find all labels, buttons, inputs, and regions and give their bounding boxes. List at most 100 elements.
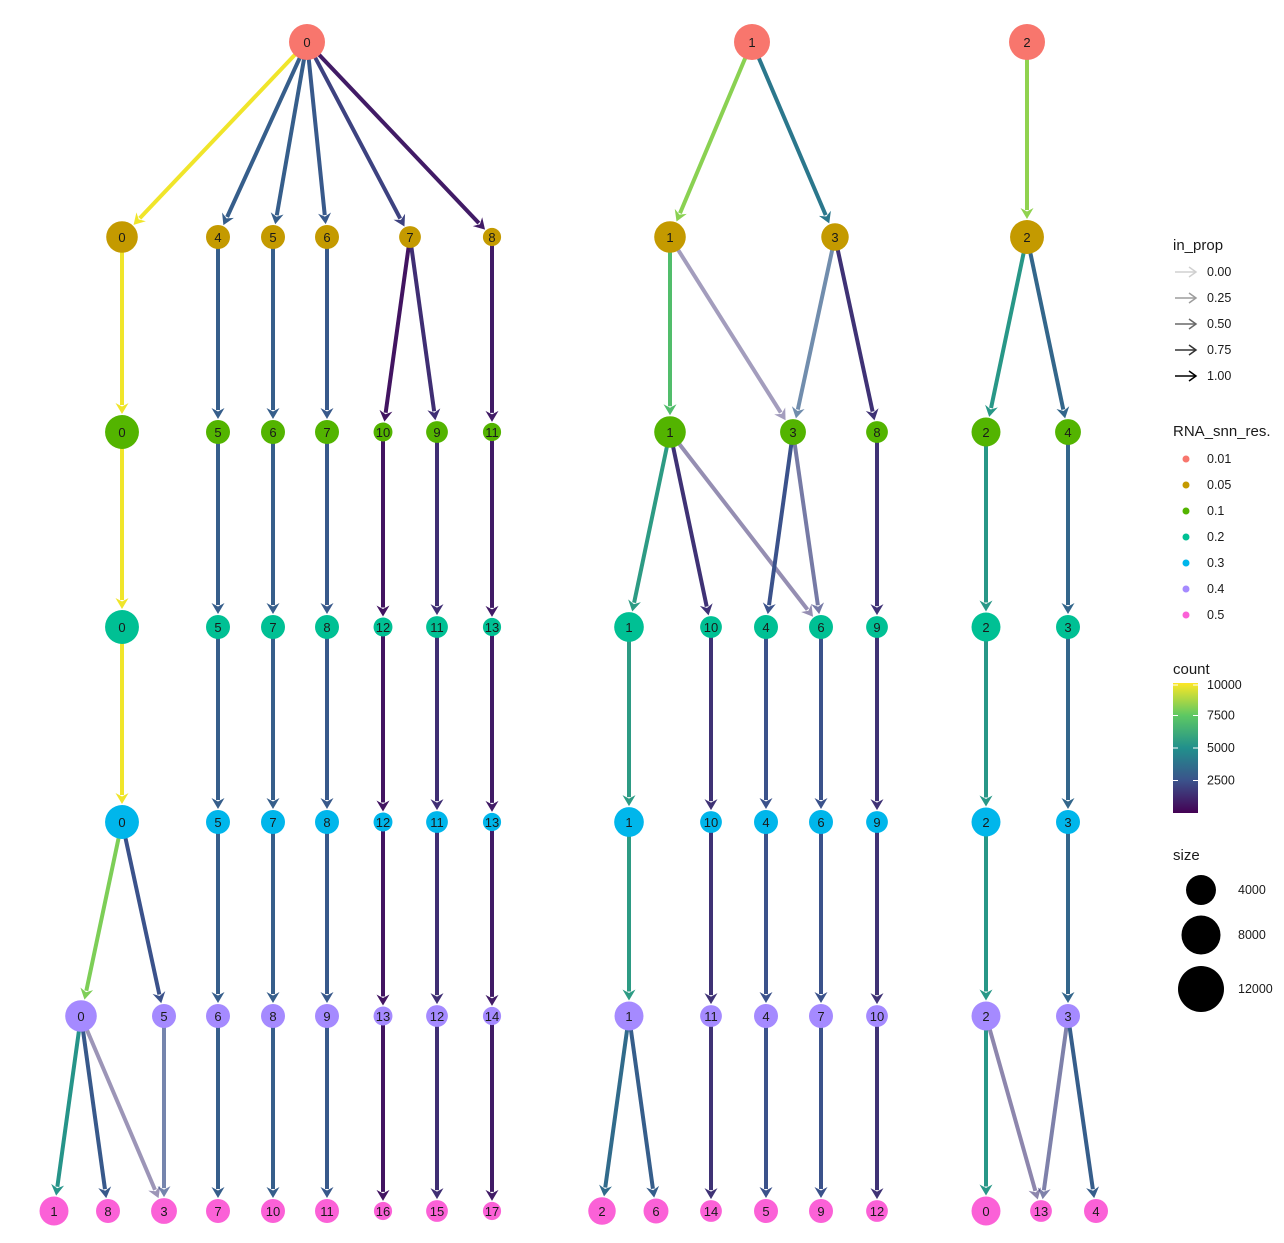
edge-c1-d6 xyxy=(668,430,814,617)
node-res-0.05-cluster-8: 8 xyxy=(482,227,502,247)
edge-d10-e10 xyxy=(704,627,718,811)
legend-resolution-label: 0.4 xyxy=(1207,582,1224,596)
node-res-0.01-cluster-0: 0 xyxy=(289,24,325,60)
edge-d3-e3 xyxy=(1061,627,1075,809)
edge-f0-g3 xyxy=(79,1015,161,1199)
node-label: 1 xyxy=(625,620,632,635)
node-label: 1 xyxy=(666,425,673,440)
legend-count-title: count xyxy=(1173,661,1211,678)
edge-d2-e2 xyxy=(979,627,993,807)
edge-a1-b1 xyxy=(674,41,754,222)
legend-resolution-label: 0.05 xyxy=(1207,478,1231,492)
node-res-0.1-cluster-9: 9 xyxy=(426,421,448,443)
node-label: 0 xyxy=(118,815,125,830)
node-label: 4 xyxy=(762,620,769,635)
edge-f10-g12 xyxy=(870,1016,884,1200)
edge-b3-c3 xyxy=(791,236,837,419)
node-res-0.4-cluster-0: 0 xyxy=(65,1000,97,1032)
legend-in-prop-label: 1.00 xyxy=(1207,369,1231,383)
legend-in-prop-title: in_prop xyxy=(1173,237,1223,254)
node-label: 0 xyxy=(118,425,125,440)
edge-a0-b0 xyxy=(133,40,309,225)
node-label: 10 xyxy=(704,815,718,830)
node-res-0.5-cluster-1: 1 xyxy=(39,1196,69,1226)
node-res-0.4-cluster-5: 5 xyxy=(152,1004,176,1028)
edge-c8-d9 xyxy=(870,432,884,616)
edge-a0-b4 xyxy=(222,41,309,226)
legend-resolution: RNA_snn_res. 0.010.050.10.20.30.40.5 xyxy=(1173,423,1271,622)
edge-c1-d1 xyxy=(628,431,672,612)
node-res-0.3-cluster-13: 13 xyxy=(482,812,502,832)
legend-resolution-label: 0.5 xyxy=(1207,608,1224,622)
node-label: 13 xyxy=(485,815,499,830)
legend-count-label: 5000 xyxy=(1207,741,1235,755)
edge-c5-d5 xyxy=(211,432,225,614)
node-res-0.01-cluster-1: 1 xyxy=(734,24,770,60)
edge-f13-g16 xyxy=(376,1016,390,1201)
node-res-0.5-cluster-14: 14 xyxy=(700,1200,722,1222)
edge-e2-f2 xyxy=(979,822,993,1001)
node-res-0.05-cluster-2: 2 xyxy=(1010,220,1044,254)
node-res-0.2-cluster-9: 9 xyxy=(866,616,888,638)
node-label: 9 xyxy=(323,1009,330,1024)
edge-e8-f9 xyxy=(320,822,334,1003)
edge-e3-f3 xyxy=(1061,822,1075,1003)
node-res-0.2-cluster-12: 12 xyxy=(373,617,393,637)
node-res-0.1-cluster-5: 5 xyxy=(206,420,230,444)
node-label: 2 xyxy=(982,815,989,830)
node-label: 9 xyxy=(873,815,880,830)
legend-resolution-dot xyxy=(1182,507,1190,515)
legend-in-prop-item xyxy=(1175,292,1198,304)
legend-resolution-label: 0.3 xyxy=(1207,556,1224,570)
node-res-0.1-cluster-2: 2 xyxy=(971,417,1001,447)
edge-f0-g8 xyxy=(79,1015,112,1199)
node-res-0.1-cluster-7: 7 xyxy=(315,420,339,444)
legend-size-label: 4000 xyxy=(1238,883,1266,897)
node-label: 8 xyxy=(488,230,495,245)
node-label: 14 xyxy=(704,1204,718,1219)
node-label: 7 xyxy=(214,1204,221,1219)
edge-c1-d10 xyxy=(668,431,713,616)
legend-size-dot xyxy=(1181,915,1221,955)
node-res-0.1-cluster-8: 8 xyxy=(866,421,888,443)
node-res-0.05-cluster-6: 6 xyxy=(315,225,339,249)
node-label: 0 xyxy=(303,35,310,50)
node-res-0.5-cluster-0: 0 xyxy=(971,1196,1001,1226)
node-res-0.1-cluster-0: 0 xyxy=(105,415,139,449)
edge-f0-g1 xyxy=(51,1015,83,1196)
legend-resolution-label: 0.1 xyxy=(1207,504,1224,518)
legend-size-dot xyxy=(1186,875,1216,905)
edge-c0-d0 xyxy=(115,432,129,610)
node-res-0.4-cluster-13: 13 xyxy=(373,1006,393,1026)
edge-c9-d11 xyxy=(430,432,444,616)
edge-b4-c5 xyxy=(211,237,225,419)
node-res-0.4-cluster-1: 1 xyxy=(614,1001,644,1031)
edge-e13-f14 xyxy=(485,822,499,1006)
legend-in-prop-label: 0.50 xyxy=(1207,317,1231,331)
legend: in_prop 0.000.250.500.751.00 RNA_snn_res… xyxy=(1173,237,1273,1012)
node-label: 2 xyxy=(982,425,989,440)
node-label: 1 xyxy=(666,230,673,245)
legend-resolution-dot xyxy=(1182,481,1190,489)
edge-b2-c2 xyxy=(985,236,1029,417)
node-label: 14 xyxy=(485,1009,499,1024)
node-res-0.1-cluster-11: 11 xyxy=(482,422,502,442)
edge-e12-f13 xyxy=(376,822,390,1006)
node-res-0.5-cluster-13: 13 xyxy=(1030,1200,1052,1222)
legend-in-prop-label: 0.00 xyxy=(1207,265,1231,279)
node-res-0.3-cluster-12: 12 xyxy=(373,812,393,832)
legend-count-label: 2500 xyxy=(1207,774,1235,788)
edge-e1-f1 xyxy=(622,822,636,1001)
node-res-0.05-cluster-1: 1 xyxy=(654,221,686,253)
node-label: 7 xyxy=(406,230,413,245)
node-label: 3 xyxy=(1064,620,1071,635)
node-res-0.3-cluster-7: 7 xyxy=(261,810,285,834)
legend-size-label: 8000 xyxy=(1238,928,1266,942)
legend-size-dot xyxy=(1178,966,1224,1012)
node-res-0.5-cluster-10: 10 xyxy=(261,1199,285,1223)
edge-a0-b8 xyxy=(305,40,486,230)
edge-f1-g6 xyxy=(627,1015,660,1198)
node-res-0.5-cluster-7: 7 xyxy=(206,1199,230,1223)
node-label: 2 xyxy=(1023,35,1030,50)
